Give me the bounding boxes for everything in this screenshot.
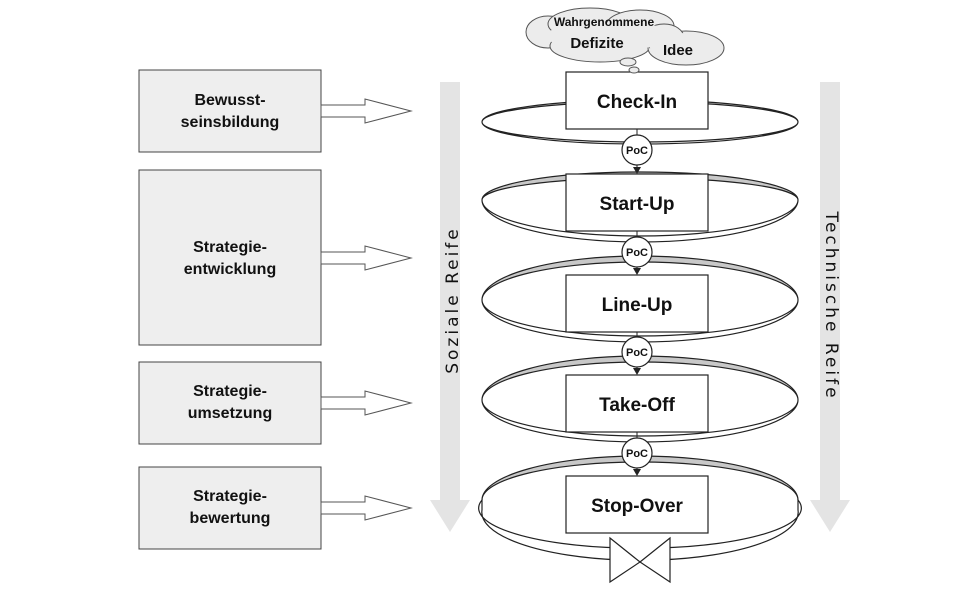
poc-connector: PoC [621,432,653,476]
stage-label: Line-Up [602,295,673,316]
stage-label: Stop-Over [591,496,683,517]
spiral-ribbon [478,99,802,561]
poc-label: PoC [626,448,648,460]
stage-box-stop-over: Stop-Over [565,475,709,534]
stage-label: Start-Up [600,194,675,215]
technical-maturity-arrow [810,82,850,532]
thought-cloud-fill [547,22,722,63]
phase-box-label: umsetzung [188,405,272,422]
phase-box-strategy-implementation: Strategie- umsetzung [138,361,322,445]
technical-maturity-label: Technische Reife [821,210,841,400]
poc-connector: PoC [621,129,653,174]
stage-box-take-off: Take-Off [565,374,709,433]
phase-box-strategy-evaluation: Strategie- bewertung [138,466,322,550]
phase-box-awareness: Bewusst- seinsbildung [138,69,322,153]
cloud-text: Wahrgenommene [554,15,655,29]
phase-box-label: Strategie- [193,239,267,256]
social-maturity-label: Soziale Reife [443,226,463,374]
phase-box-strategy-development: Strategie- entwicklung [138,169,322,346]
phase-arrow [320,390,413,416]
phase-arrow [320,98,413,124]
phase-arrow [320,245,413,271]
phase-arrow [320,495,413,521]
stage-label: Take-Off [599,395,675,416]
phase-box-label: Bewusst- [194,92,265,109]
stage-label: Check-In [597,92,677,113]
poc-connector: PoC [621,332,653,375]
poc-label: PoC [626,247,648,259]
phase-box-label: bewertung [190,510,271,527]
phase-box-label: entwicklung [184,261,276,278]
phase-box-label: Strategie- [193,488,267,505]
loop-arrowheads [609,536,671,584]
stage-box-line-up: Line-Up [565,274,709,333]
social-maturity-arrow [430,82,470,532]
poc-connector: PoC [621,231,653,275]
phase-box-label: Strategie- [193,383,267,400]
cloud-text: Defizite [570,35,623,52]
stage-box-start-up: Start-Up [565,173,709,232]
poc-label: PoC [626,145,648,157]
stage-box-check-in: Check-In [565,71,709,130]
phase-box-label: seinsbildung [181,114,280,131]
cloud-idea-text: Idee [663,42,693,59]
poc-label: PoC [626,347,648,359]
